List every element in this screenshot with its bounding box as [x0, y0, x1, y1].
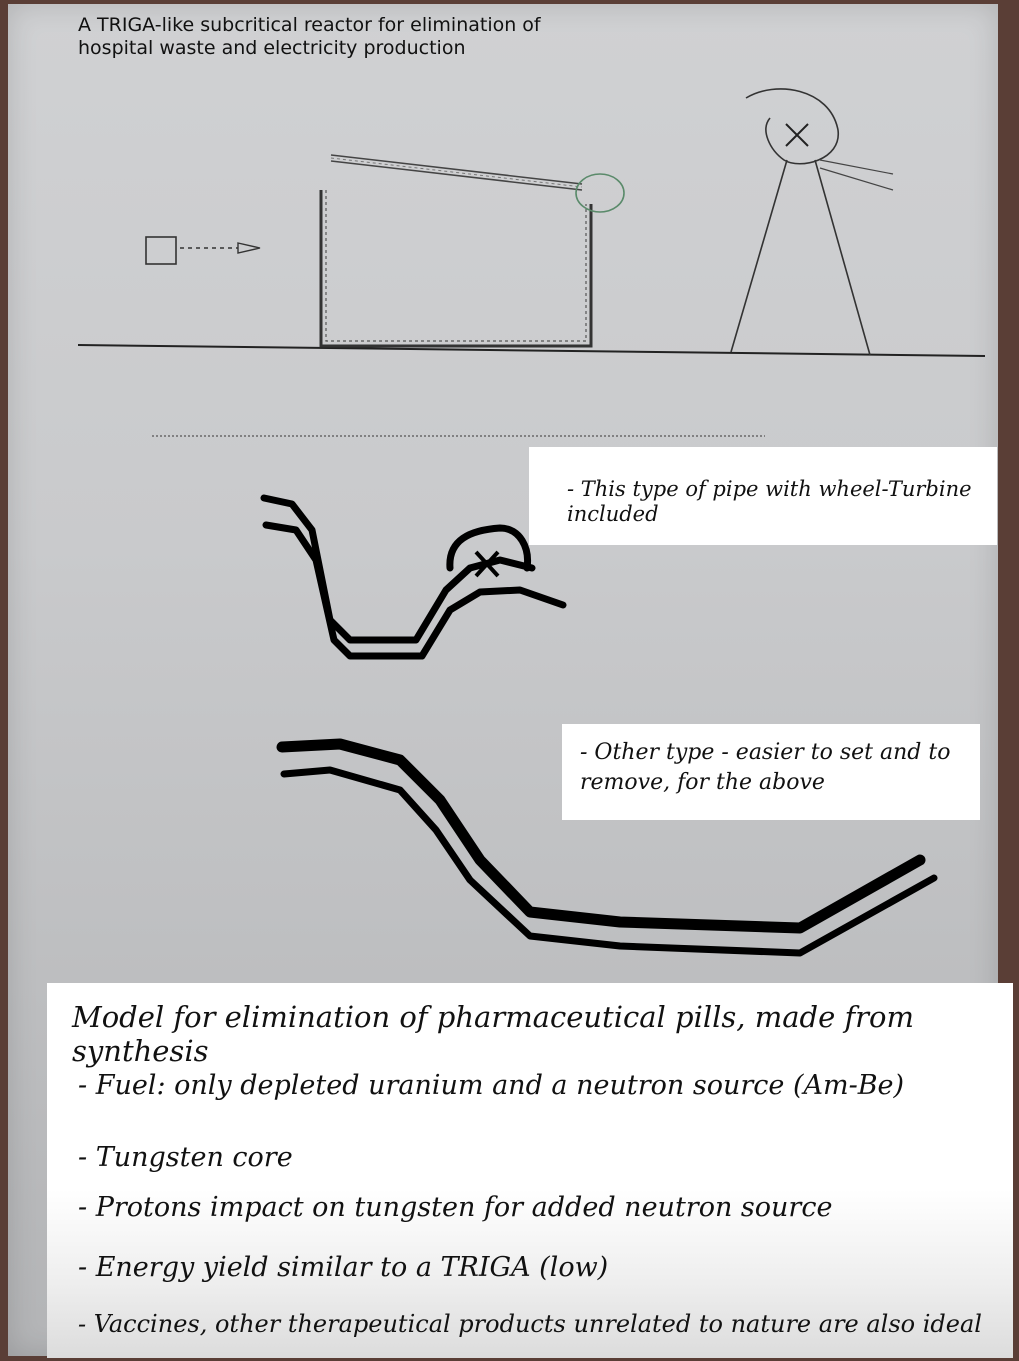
model-item-protons: - Protons impact on tungsten for added n… — [78, 1192, 833, 1223]
reactor-vessel — [319, 190, 593, 348]
model-heading: Model for elimination of pharmaceutical … — [72, 1000, 915, 1068]
page-title: A TRIGA-like subcritical reactor for eli… — [78, 14, 541, 59]
turbine-wheel — [745, 88, 839, 165]
note-pipe-wheel: - This type of pipe with wheel-Turbine i… — [529, 447, 997, 545]
wheel-x-mark — [474, 550, 500, 578]
model-item-core: - Tungsten core — [78, 1142, 293, 1173]
ground-line — [77, 344, 986, 357]
waste-box — [145, 236, 177, 265]
other-pipe-drawing — [276, 738, 938, 957]
steam-pipe — [330, 154, 583, 185]
model-item-energy: - Energy yield similar to a TRIGA (low) — [78, 1252, 609, 1283]
arrow-head — [237, 242, 261, 254]
model-item-vaccines: - Vaccines, other therapeutical products… — [78, 1310, 982, 1338]
note-other-type: - Other type - easier to set and to remo… — [562, 724, 980, 820]
pipe-with-wheel-drawing — [260, 494, 567, 660]
model-item-fuel: - Fuel: only depleted uranium and a neut… — [78, 1070, 905, 1101]
tripod-leg-left — [730, 159, 788, 353]
tripod-leg-right — [814, 159, 871, 356]
pipe-joint — [575, 173, 625, 213]
model-notes-box — [47, 983, 1013, 1358]
